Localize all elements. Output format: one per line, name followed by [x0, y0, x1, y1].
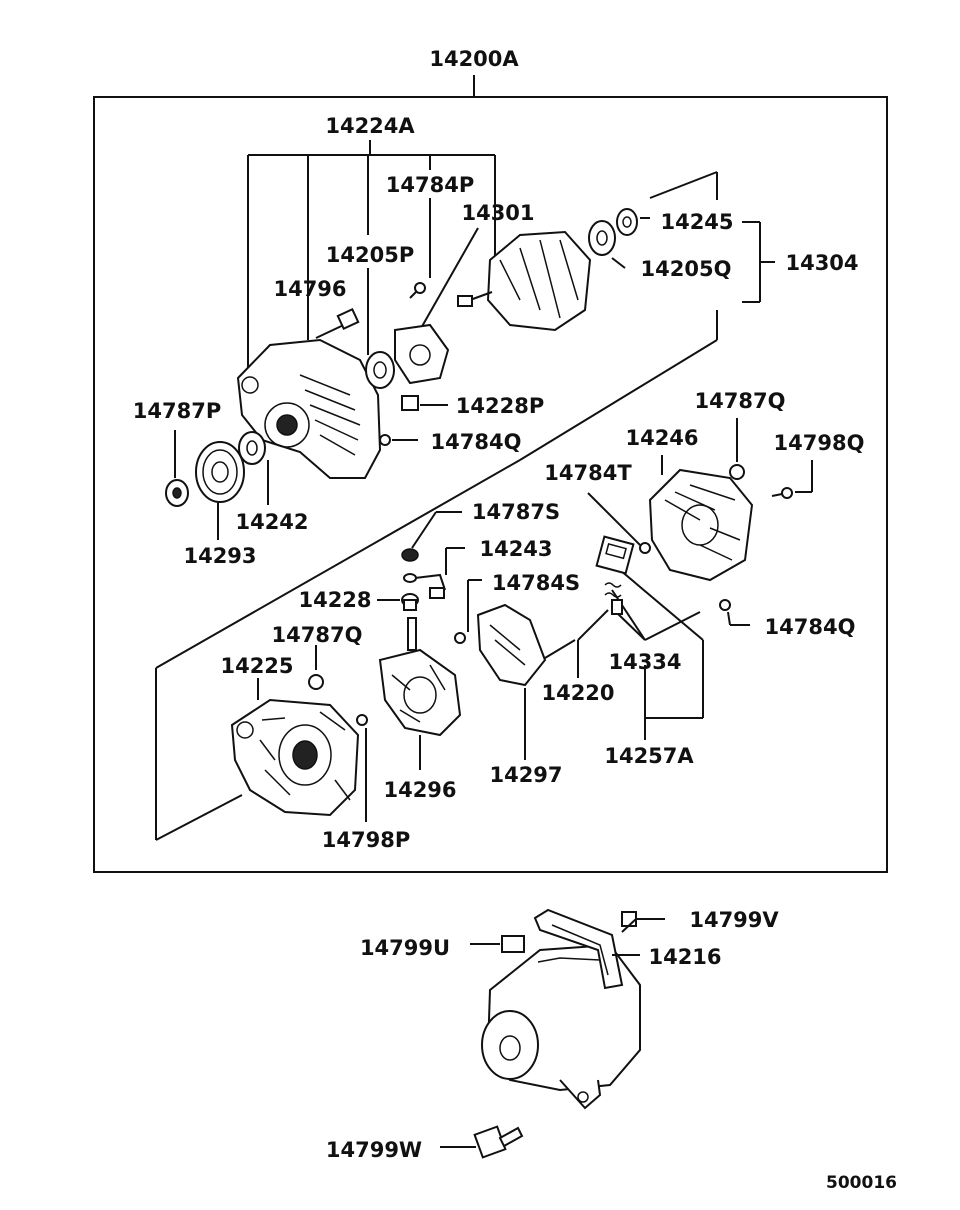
- label-14297: 14297: [489, 763, 562, 787]
- label-14205Q: 14205Q: [641, 257, 732, 281]
- nut-14787P: [165, 479, 189, 507]
- label-14304: 14304: [785, 251, 858, 275]
- rectifier-14296: [378, 617, 462, 770]
- label-14784P: 14784P: [386, 173, 474, 197]
- assembly-frame: [93, 96, 888, 873]
- regulator-leaders: [544, 569, 704, 740]
- bolt-14799V: [621, 911, 665, 933]
- bearing-14205P: [365, 351, 395, 389]
- label-14216: 14216: [648, 945, 721, 969]
- retainer-plate-14301: [394, 323, 450, 385]
- brush-holder-14297: [476, 603, 547, 760]
- label-14799W: 14799W: [326, 1138, 422, 1162]
- nut-14787Q-left: [308, 674, 324, 690]
- pulley-14293: [195, 441, 245, 503]
- label-14257A: 14257A: [604, 744, 694, 768]
- screw-14798P: [356, 714, 368, 726]
- insulator-14228P: [401, 395, 448, 411]
- rotor-leaders: [519, 171, 775, 461]
- front-housing: [236, 338, 382, 479]
- label-14787S: 14787S: [472, 500, 560, 524]
- label-14784S: 14784S: [492, 571, 580, 595]
- label-14228P: 14228P: [456, 394, 544, 418]
- nut-14787S: [401, 548, 419, 562]
- spring-14220: [604, 582, 622, 598]
- regulator-14257A: [595, 535, 635, 575]
- label-14205P: 14205P: [326, 243, 414, 267]
- label-14200A: 14200A: [429, 47, 519, 71]
- stud-bolt-14796: [315, 307, 360, 339]
- label-14224A: 14224A: [325, 114, 415, 138]
- label-14799U: 14799U: [360, 936, 450, 960]
- rear-housing-14225: [230, 698, 360, 817]
- alternator-assembled: [481, 943, 641, 1110]
- screw-14784Q-lower: [719, 599, 750, 626]
- label-14293: 14293: [183, 544, 256, 568]
- screw-14784S: [454, 632, 466, 644]
- middle-leaders: [377, 511, 482, 632]
- cover-14245: [616, 208, 638, 236]
- label-14228: 14228: [298, 588, 371, 612]
- label-14787Q-left: 14787Q: [272, 623, 363, 647]
- rotor-14304: [457, 230, 592, 332]
- label-14243: 14243: [479, 537, 552, 561]
- spacer-14242: [238, 431, 266, 465]
- rear-cover-leaders: [587, 418, 813, 546]
- drawing-code: 500016: [826, 1173, 897, 1193]
- terminal-14243: [403, 573, 446, 599]
- label-14242: 14242: [235, 510, 308, 534]
- bracket-14216: [533, 908, 640, 990]
- screw-14798Q: [771, 487, 793, 499]
- screw-14784P: [409, 282, 426, 299]
- label-14246: 14246: [625, 426, 698, 450]
- label-14798P: 14798P: [322, 828, 410, 852]
- label-14301: 14301: [461, 201, 534, 225]
- label-14296: 14296: [383, 778, 456, 802]
- screw-14784T: [639, 542, 651, 554]
- nut-14787Q-right: [729, 464, 745, 480]
- bearing-14205Q: [588, 220, 616, 256]
- label-14784Q-upper: 14784Q: [431, 430, 522, 454]
- label-14225: 14225: [220, 654, 293, 678]
- label-14784Q-lower: 14784Q: [765, 615, 856, 639]
- brush-14334: [611, 599, 623, 615]
- rear-cover-14246: [648, 468, 754, 582]
- label-14787Q-right: 14787Q: [695, 389, 786, 413]
- label-14798Q: 14798Q: [774, 431, 865, 455]
- label-14796: 14796: [273, 277, 346, 301]
- front-housing-leaders: [247, 140, 496, 380]
- bolt-14799U: [470, 935, 525, 953]
- label-14784T: 14784T: [544, 461, 632, 485]
- label-14220: 14220: [541, 681, 614, 705]
- label-14799V: 14799V: [689, 908, 779, 932]
- insulator-14228: [401, 593, 419, 611]
- bolt-14799W: [440, 1125, 524, 1159]
- screw-14784Q-upper: [379, 434, 418, 446]
- label-14787P: 14787P: [133, 399, 221, 423]
- rear-housing-leaders: [155, 459, 521, 841]
- label-14245: 14245: [660, 210, 733, 234]
- label-14334: 14334: [608, 650, 681, 674]
